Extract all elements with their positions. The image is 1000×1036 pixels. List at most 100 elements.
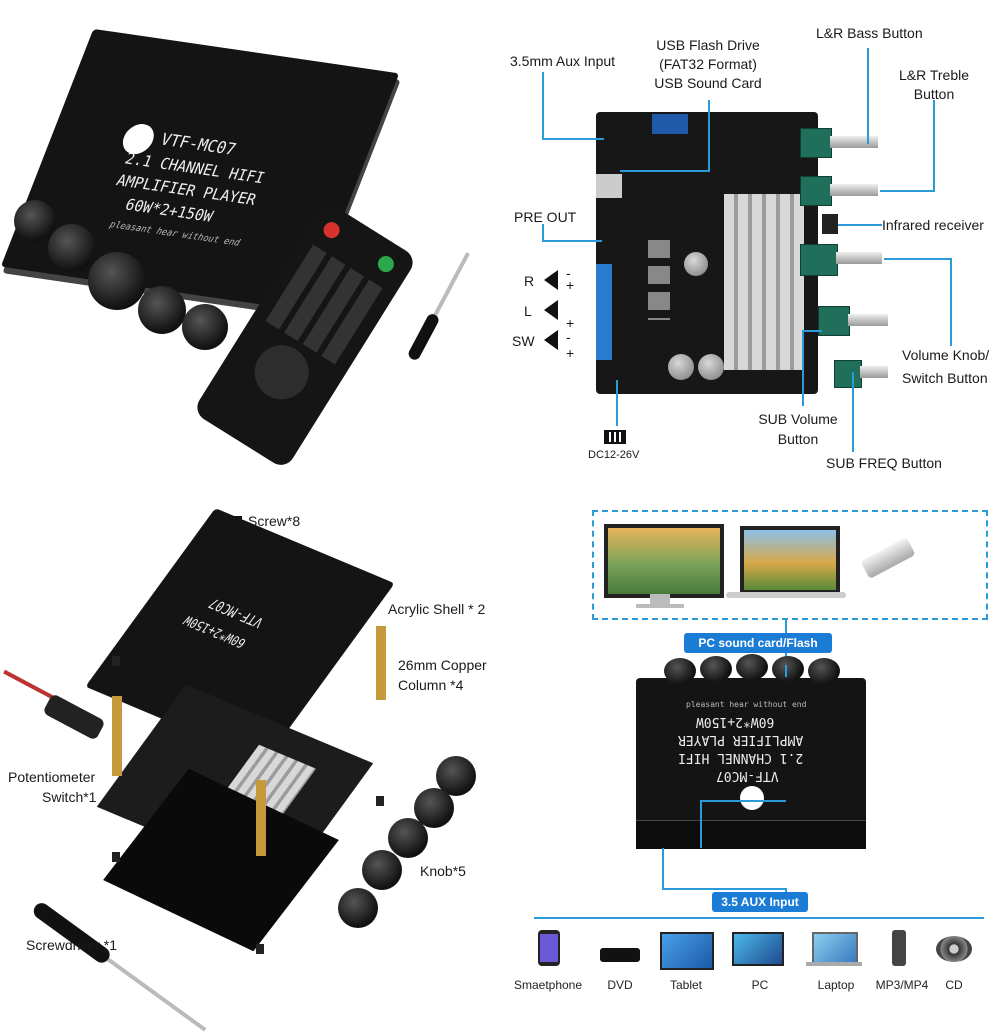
speaker-icon xyxy=(544,330,558,350)
label-treble-2: Button xyxy=(913,86,955,102)
shaft xyxy=(830,184,878,196)
copper-column xyxy=(376,626,386,700)
label-pot-1: Potentiometer xyxy=(8,769,96,785)
dc-plug xyxy=(42,693,106,741)
knob xyxy=(14,200,56,242)
screw-icon xyxy=(232,516,242,526)
pot-sub-freq xyxy=(834,360,862,388)
label-usb-2: (FAT32 Format) xyxy=(659,56,757,72)
amp-line3: 60W*2+150W xyxy=(696,714,775,729)
label-knob: Knob*5 xyxy=(420,863,466,879)
label-minus: - xyxy=(566,329,571,345)
label-sw: SW xyxy=(512,333,535,349)
label-volume-1: Volume Knob/ xyxy=(902,347,990,363)
amp-line2: AMPLIFIER PLAYER xyxy=(678,732,804,747)
pot-bass xyxy=(800,128,832,158)
label-usb-1: USB Flash Drive xyxy=(656,37,760,53)
screw-icon xyxy=(112,656,120,666)
capacitor xyxy=(684,252,708,276)
monitor-icon xyxy=(604,524,724,598)
panel-connection-diagram: PC sound card/Flash drive pleasant hear … xyxy=(500,500,1000,1000)
inductor xyxy=(648,240,670,320)
knob xyxy=(138,286,186,334)
label-acrylic: Acrylic Shell * 2 xyxy=(388,601,486,617)
device-label: PC xyxy=(751,978,769,992)
capacitor xyxy=(698,354,724,380)
screw-icon xyxy=(112,852,120,862)
battery-icon xyxy=(604,430,626,444)
label-plus: + xyxy=(566,315,575,331)
shaft xyxy=(830,136,878,148)
amp-back-panel xyxy=(636,820,866,849)
knob xyxy=(338,888,378,928)
device-label: Laptop xyxy=(817,978,855,992)
device-label: DVD xyxy=(607,978,633,992)
capacitor xyxy=(668,354,694,380)
power-button xyxy=(320,219,343,242)
label-usb-3: USB Sound Card xyxy=(654,75,762,91)
device-label: CD xyxy=(945,978,963,992)
laptop-icon xyxy=(812,932,858,964)
bluetooth-module xyxy=(652,114,688,134)
screw-icon xyxy=(376,796,384,806)
pc-icon xyxy=(732,932,784,966)
screwdriver xyxy=(30,900,210,1036)
panel-exploded-kit: VTF-MC07 60W*2+150W Screw*8 Acrylic Shel… xyxy=(0,500,500,1032)
amp-model: VTF-MC07 xyxy=(716,768,779,783)
knob xyxy=(182,304,228,350)
knob xyxy=(700,656,732,682)
amp-slogan: pleasant hear without end xyxy=(107,219,242,249)
amplifier-unit: pleasant hear without end 60W*2+150W AMP… xyxy=(636,678,866,849)
panel-product-photo: VTF-MC07 2.1 CHANNEL HIFI AMPLIFIER PLAY… xyxy=(0,0,500,480)
knob xyxy=(808,658,840,684)
label-treble-1: L&R Treble xyxy=(898,67,970,83)
pot-sub-volume xyxy=(818,306,850,336)
knob xyxy=(772,656,804,682)
shaft xyxy=(848,314,888,326)
device-label: MP3/MP4 xyxy=(875,978,929,992)
pot-treble xyxy=(800,176,832,206)
shaft xyxy=(836,252,882,264)
label-sub-volume-1: SUB Volume xyxy=(758,411,838,427)
tag-pc-sound-card: PC sound card/Flash drive xyxy=(684,633,832,670)
brand-logo xyxy=(740,786,764,810)
label-pre-out: PRE OUT xyxy=(514,209,577,225)
knob xyxy=(414,788,454,828)
label-aux-input: 3.5mm Aux Input xyxy=(510,53,616,69)
heatsink xyxy=(724,194,804,370)
shaft xyxy=(860,366,888,378)
label-sub-volume-2: Button xyxy=(777,431,819,447)
screw-icon xyxy=(256,944,264,954)
terminal-block xyxy=(596,264,612,360)
mode-button xyxy=(374,253,397,276)
device-label: Smaetphone xyxy=(513,978,583,992)
source-box xyxy=(592,510,988,620)
label-r: R xyxy=(524,273,535,289)
label-plus: + xyxy=(566,345,575,361)
copper-column xyxy=(256,780,266,856)
brand-logo xyxy=(118,122,159,156)
copper-column xyxy=(112,696,122,776)
cd-player-icon xyxy=(936,936,972,962)
usb-port xyxy=(596,174,622,198)
tag-aux-input: 3.5 AUX Input xyxy=(712,892,808,912)
speaker-icon xyxy=(544,270,558,290)
mp3-player-icon xyxy=(892,930,906,966)
knob xyxy=(388,818,428,858)
label-copper-1: 26mm Copper xyxy=(398,657,487,673)
label-bass: L&R Bass Button xyxy=(816,25,923,41)
pot-volume xyxy=(800,244,838,276)
label-screwdriver: Screwdriver *1 xyxy=(26,937,118,953)
label-plus: + xyxy=(566,277,575,293)
amp-slogan: pleasant hear without end xyxy=(686,700,807,709)
label-minus: - xyxy=(566,265,571,281)
tablet-icon xyxy=(660,932,714,970)
label-pot-2: Switch*1 xyxy=(42,789,97,805)
device-label: Tablet xyxy=(669,978,703,992)
amp-line1: 2.1 CHANNEL HIFI xyxy=(678,750,804,765)
ir-receiver xyxy=(822,214,838,234)
label-copper-2: Column *4 xyxy=(398,677,464,693)
label-volume-2: Switch Button xyxy=(902,370,988,386)
label-dc: DC12-26V xyxy=(588,449,640,461)
knob xyxy=(736,654,768,680)
